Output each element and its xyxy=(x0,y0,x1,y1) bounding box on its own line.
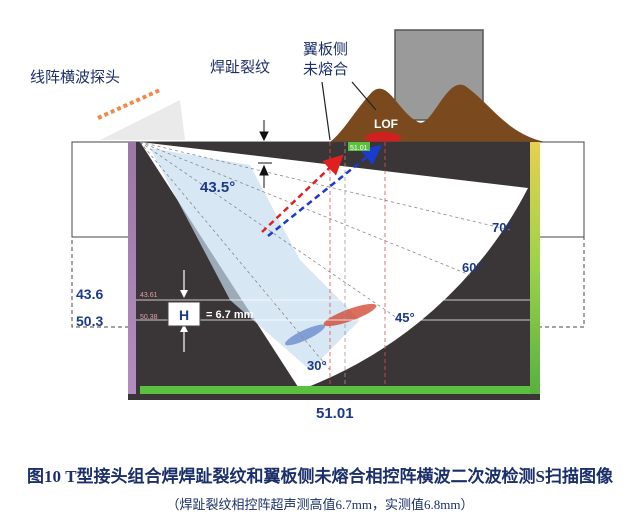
angle-lines xyxy=(139,141,511,371)
h-box-label: H xyxy=(179,307,189,323)
figure-caption: 图10 T型接头组合焊焊趾裂纹和翼板侧未熔合相控阵横波二次波检测S扫描图像 xyxy=(26,467,614,486)
echo-2 xyxy=(284,324,326,346)
angle-label-30: 30° xyxy=(307,358,327,373)
cursor-value: 51.01 xyxy=(316,405,354,422)
angle-label-top: 43.5° xyxy=(200,179,235,196)
red-sound-path xyxy=(261,154,344,233)
lof-defect xyxy=(365,132,401,144)
crack-echo xyxy=(323,303,377,327)
toe-crack-leader xyxy=(321,81,331,141)
figure-subcaption: （焊趾裂纹相控阵超声测高值6.7mm，实测值6.8mm） xyxy=(166,497,474,512)
depth-small-lower: 50.38 xyxy=(140,314,158,321)
cursor-tag: 51.01 xyxy=(350,145,368,152)
angle-label-45: 45° xyxy=(395,310,415,325)
blue-sound-path xyxy=(267,144,382,237)
s-scan-signal xyxy=(150,148,360,370)
bottom-ruler xyxy=(140,386,530,394)
flange-lof-label-2: 未熔合 xyxy=(303,61,348,78)
angle-label-60: 60° xyxy=(462,260,482,275)
depth-label-upper: 43.6 xyxy=(76,286,103,302)
thickness-marker xyxy=(258,120,272,188)
left-ruler xyxy=(128,142,136,394)
probe-indicator xyxy=(97,88,185,140)
cursor-tag-box xyxy=(348,142,370,151)
probe-label: 线阵横波探头 xyxy=(30,69,120,86)
lof-label: LOF xyxy=(374,117,398,131)
angle-label-70: 70° xyxy=(492,220,512,235)
flange-lof-label-1: 翼板侧 xyxy=(303,40,348,58)
right-ruler xyxy=(530,142,540,394)
toe-crack-label: 焊趾裂纹 xyxy=(210,59,270,76)
depth-label-lower: 50.3 xyxy=(76,313,103,329)
h-value: = 6.7 mm xyxy=(206,309,254,321)
depth-small-upper: 43.61 xyxy=(140,292,158,299)
lof-leader xyxy=(351,81,377,111)
weld-bead xyxy=(330,84,545,142)
h-measurement xyxy=(167,270,201,352)
